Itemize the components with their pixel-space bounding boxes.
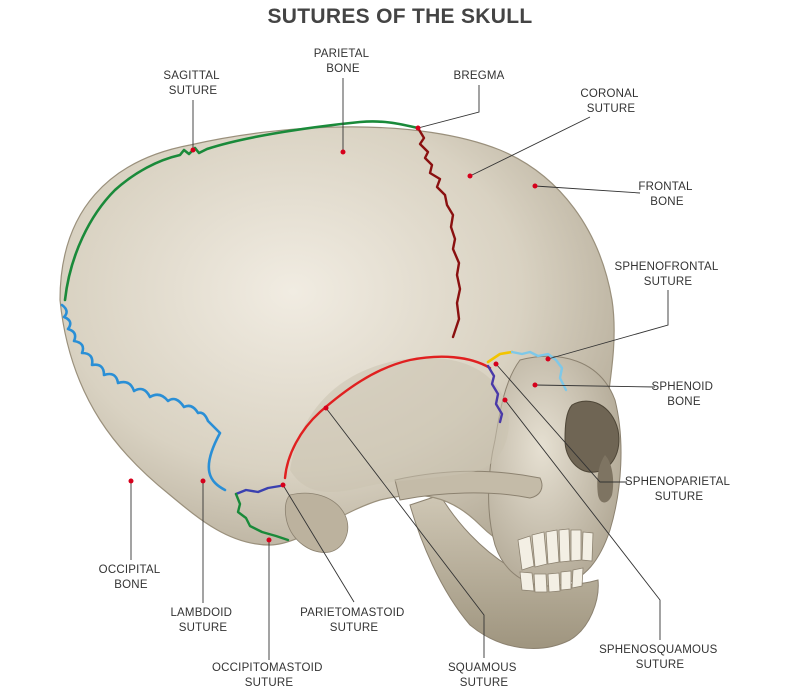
- orbit: [564, 400, 620, 473]
- occipitomastoid-suture-line: [234, 492, 290, 542]
- leader-lines: [130, 78, 669, 660]
- coronal-suture-line: [416, 126, 462, 339]
- label-bregma: BREGMA: [453, 70, 504, 82]
- label-occipital-bone: OCCIPITAL BONE: [99, 564, 164, 591]
- marker-parietal: [340, 149, 346, 155]
- label-sphenoparietal-suture: SPHENOPARIETAL SUTURE: [625, 476, 733, 503]
- sphenofrontal-suture-line: [510, 350, 568, 392]
- label-frontal-bone: FRONTAL BONE: [638, 181, 695, 208]
- leader-coronal: [469, 116, 591, 177]
- lambdoid-suture-line: [60, 303, 227, 492]
- leader-sphenoparietal: [495, 363, 627, 483]
- marker-coronal: [467, 173, 473, 179]
- label-squamous-suture: SQUAMOUS SUTURE: [448, 662, 520, 689]
- skull-illustration: [59, 126, 622, 649]
- label-coronal-suture: CORONAL SUTURE: [580, 88, 641, 115]
- label-sphenoid-bone: SPHENOID BONE: [651, 381, 716, 408]
- marker-bregma: [415, 125, 421, 131]
- leader-squamous: [325, 407, 485, 658]
- labels: SAGITTAL SUTURE PARIETAL BONE BREGMA COR…: [99, 48, 733, 689]
- nasal-aperture: [597, 455, 614, 503]
- marker-occipitomastoid: [266, 537, 272, 543]
- leader-parietomastoid: [282, 484, 355, 603]
- sphenoparietal-suture-line: [486, 350, 514, 364]
- label-parietal-bone: PARIETAL BONE: [314, 48, 372, 75]
- leader-sphenosquamous: [504, 399, 661, 640]
- parietomastoid-suture-line: [234, 484, 282, 496]
- label-occipitomastoid-suture: OCCIPITOMASTOID SUTURE: [212, 662, 326, 689]
- leader-sphenoid: [534, 384, 656, 388]
- marker-sphenoid: [532, 382, 538, 388]
- label-parietomastoid-suture: PARIETOMASTOID SUTURE: [300, 607, 408, 634]
- label-sphenofrontal-suture: SPHENOFRONTAL SUTURE: [615, 261, 722, 288]
- marker-occipital: [128, 478, 134, 484]
- marker-sphenoparietal: [493, 361, 499, 367]
- mandible: [409, 494, 599, 649]
- marker-sphenosquamous: [502, 397, 508, 403]
- marker-dots: [128, 125, 551, 543]
- marker-lambdoid: [200, 478, 206, 484]
- marker-squamous: [323, 405, 329, 411]
- leader-bregma: [417, 85, 480, 129]
- leader-sphenofrontal: [547, 290, 669, 360]
- sphenosquamous-suture-line: [486, 364, 504, 424]
- diagram-title: SUTURES OF THE SKULL: [267, 5, 532, 28]
- mastoid-process: [284, 492, 349, 553]
- squamous-suture-line: [283, 355, 492, 480]
- teeth: [517, 528, 594, 593]
- leader-frontal: [534, 185, 641, 194]
- marker-parietomastoid: [280, 482, 286, 488]
- label-lambdoid-suture: LAMBDOID SUTURE: [170, 607, 235, 634]
- marker-frontal: [532, 183, 538, 189]
- label-sphenosquamous-suture: SPHENOSQUAMOUS SUTURE: [599, 644, 721, 671]
- label-sagittal-suture: SAGITTAL SUTURE: [163, 70, 222, 97]
- marker-sagittal: [190, 147, 196, 153]
- marker-sphenofrontal: [545, 356, 551, 362]
